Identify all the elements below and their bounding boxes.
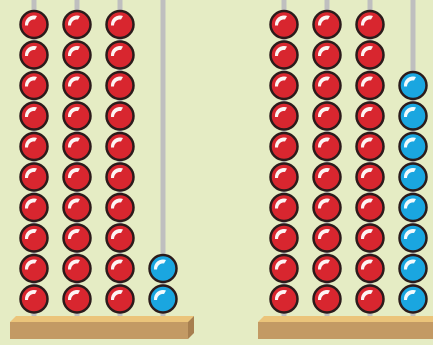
red-bead <box>107 42 134 69</box>
red-bead <box>64 133 91 160</box>
blue-bead <box>400 103 427 130</box>
red-bead <box>271 72 298 99</box>
blue-bead <box>150 286 177 313</box>
blue-bead <box>400 164 427 191</box>
red-bead <box>107 194 134 221</box>
red-bead <box>314 194 341 221</box>
red-bead <box>64 194 91 221</box>
red-bead <box>271 194 298 221</box>
red-bead <box>64 11 91 38</box>
base-front <box>258 322 433 339</box>
red-bead <box>314 11 341 38</box>
red-bead <box>357 286 384 313</box>
red-bead <box>64 286 91 313</box>
red-bead <box>357 225 384 252</box>
red-bead <box>314 286 341 313</box>
red-bead <box>107 286 134 313</box>
red-bead <box>357 11 384 38</box>
blue-bead <box>400 286 427 313</box>
red-bead <box>107 255 134 282</box>
red-bead <box>21 72 48 99</box>
red-bead <box>357 164 384 191</box>
red-bead <box>314 103 341 130</box>
red-bead <box>107 133 134 160</box>
blue-bead <box>400 255 427 282</box>
red-bead <box>357 72 384 99</box>
red-bead <box>314 225 341 252</box>
red-bead <box>271 255 298 282</box>
red-bead <box>107 225 134 252</box>
blue-bead <box>400 133 427 160</box>
red-bead <box>357 103 384 130</box>
red-bead <box>107 11 134 38</box>
red-bead <box>64 103 91 130</box>
red-bead <box>314 42 341 69</box>
red-bead <box>357 194 384 221</box>
red-bead <box>357 133 384 160</box>
blue-bead <box>400 194 427 221</box>
red-bead <box>64 225 91 252</box>
blue-bead <box>150 255 177 282</box>
base-front <box>10 322 188 339</box>
red-bead <box>21 286 48 313</box>
red-bead <box>271 103 298 130</box>
red-bead <box>357 255 384 282</box>
red-bead <box>21 133 48 160</box>
red-bead <box>21 194 48 221</box>
red-bead <box>271 11 298 38</box>
red-bead <box>314 164 341 191</box>
red-bead <box>271 225 298 252</box>
red-bead <box>314 72 341 99</box>
base-top <box>258 316 433 322</box>
red-bead <box>64 164 91 191</box>
blue-bead <box>400 225 427 252</box>
red-bead <box>64 42 91 69</box>
red-bead <box>21 42 48 69</box>
red-bead <box>64 72 91 99</box>
red-bead <box>64 255 91 282</box>
red-bead <box>271 164 298 191</box>
red-bead <box>271 133 298 160</box>
red-bead <box>21 164 48 191</box>
blue-bead <box>400 72 427 99</box>
red-bead <box>21 11 48 38</box>
red-bead <box>314 133 341 160</box>
base-top <box>10 316 194 322</box>
red-bead <box>314 255 341 282</box>
red-bead <box>271 286 298 313</box>
red-bead <box>107 103 134 130</box>
red-bead <box>107 72 134 99</box>
red-bead <box>357 42 384 69</box>
red-bead <box>21 225 48 252</box>
red-bead <box>21 103 48 130</box>
red-bead <box>271 42 298 69</box>
red-bead <box>107 164 134 191</box>
red-bead <box>21 255 48 282</box>
